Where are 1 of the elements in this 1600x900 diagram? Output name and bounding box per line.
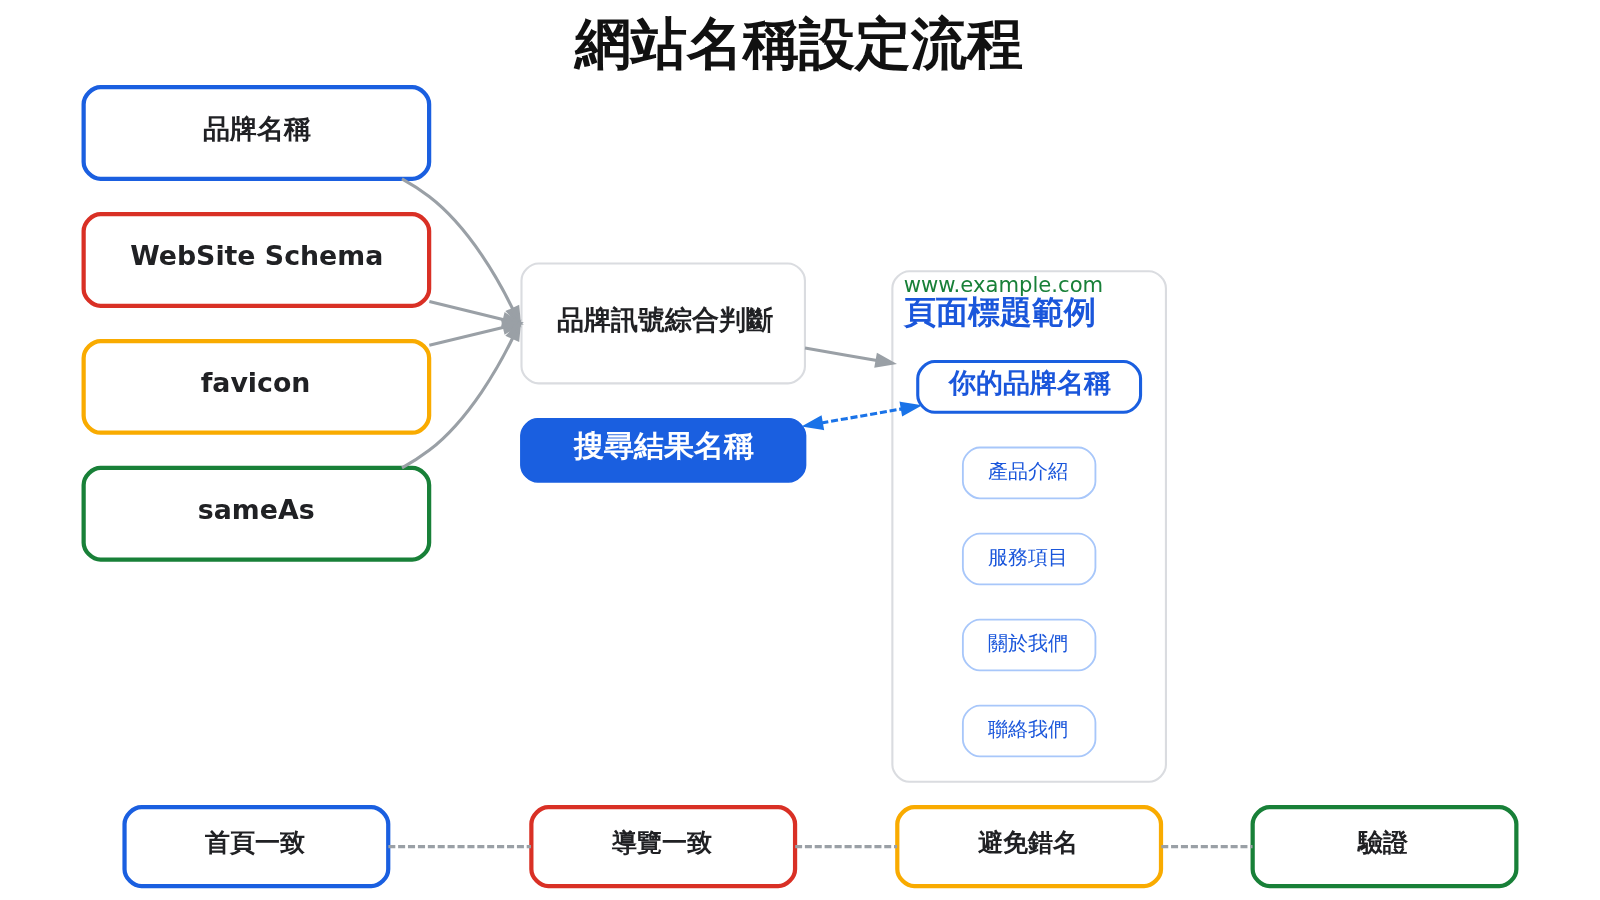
diagram-title: 網站名稱設定流程	[575, 11, 1024, 77]
